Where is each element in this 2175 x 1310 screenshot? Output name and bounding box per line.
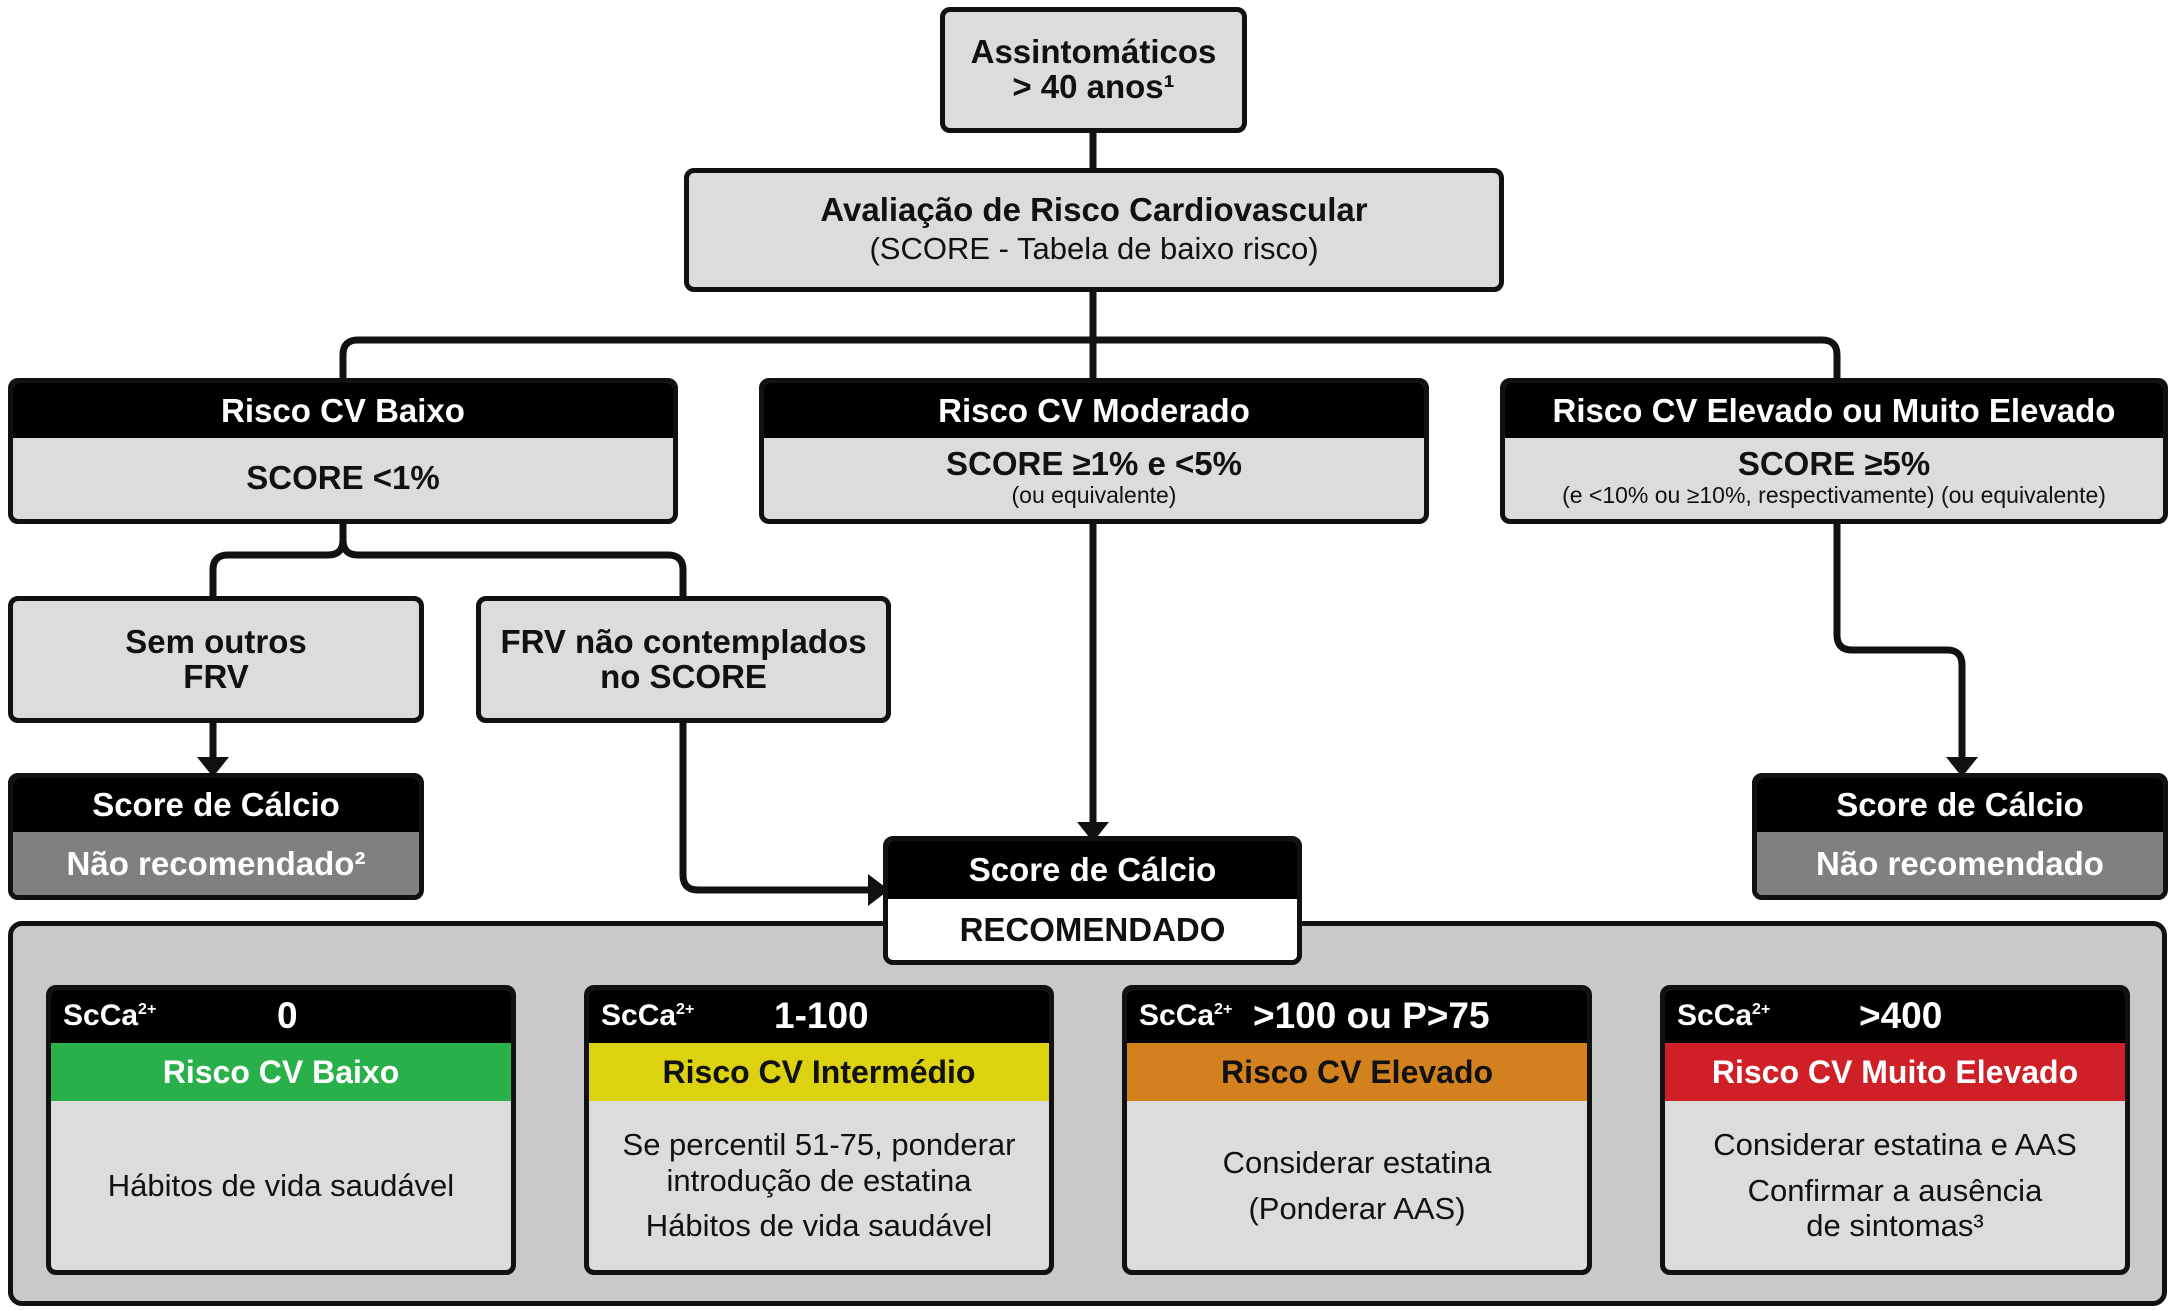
no-other-frv-line2: FRV — [183, 657, 249, 695]
asymptomatic-box: Assintomáticos > 40 anos¹ — [940, 7, 1247, 133]
card-3-text-1: Considerar estatina e AAS — [1713, 1127, 2077, 1163]
arrowhead-center — [1077, 822, 1109, 842]
no-other-frv-box: Sem outros FRV — [8, 596, 424, 723]
arrowhead-center-left — [868, 874, 889, 906]
card-0-text-1: Hábitos de vida saudável — [107, 1167, 455, 1203]
risk-assessment-title: Avaliação de Risco Cardiovascular — [820, 190, 1368, 228]
connector-low-to-frvnot — [339, 539, 687, 600]
card-score-over-400: ScCa2+ >400 Risco CV Muito Elevado Consi… — [1660, 985, 2130, 1275]
connector-high-to-calc — [1833, 520, 1966, 760]
card-2-value: >100 ou P>75 — [1253, 995, 1490, 1036]
card-3-content: Considerar estatina e AAS Confirmar a au… — [1665, 1101, 2125, 1270]
risk-assessment-box: Avaliação de Risco Cardiovascular (SCORE… — [684, 168, 1504, 292]
low-risk-score: SCORE <1% — [246, 459, 440, 497]
card-3-text-2: Confirmar a ausência — [1747, 1172, 2043, 1208]
high-risk-score: SCORE ≥5% — [1737, 445, 1931, 483]
card-2-risk: Risco CV Elevado — [1127, 1043, 1587, 1101]
card-3-risk: Risco CV Muito Elevado — [1665, 1043, 2125, 1101]
moderate-risk-note: (ou equivalente) — [1011, 482, 1177, 509]
frv-not-in-score-line2: no SCORE — [600, 657, 767, 695]
calcium-score-right-status: Não recomendado — [1757, 832, 2163, 895]
card-0-label: ScCa2+ — [63, 999, 157, 1032]
asymptomatic-line1: Assintomáticos — [970, 33, 1217, 71]
card-3-text-3: de sintomas³ — [1806, 1208, 1984, 1244]
frv-not-in-score-box: FRV não contemplados no SCORE — [476, 596, 891, 723]
card-1-text-3: Hábitos de vida saudável — [645, 1208, 993, 1244]
calcium-score-right-header: Score de Cálcio — [1757, 778, 2163, 832]
high-risk-box: Risco CV Elevado ou Muito Elevado SCORE … — [1500, 378, 2168, 524]
connector-low-to-nofrv — [209, 520, 347, 600]
low-risk-box: Risco CV Baixo SCORE <1% — [8, 378, 678, 524]
no-other-frv-line1: Sem outros — [125, 622, 307, 660]
card-3-label: ScCa2+ — [1677, 999, 1771, 1032]
card-2-text-1: Considerar estatina — [1222, 1144, 1492, 1180]
moderate-risk-score: SCORE ≥1% e <5% — [946, 445, 1242, 483]
calcium-score-recommended-header: Score de Cálcio — [888, 841, 1297, 899]
card-1-label: ScCa2+ — [601, 999, 695, 1032]
card-1-value: 1-100 — [774, 995, 869, 1036]
moderate-risk-box: Risco CV Moderado SCORE ≥1% e <5% (ou eq… — [759, 378, 1429, 524]
calcium-score-left-box: Score de Cálcio Não recomendado² — [8, 773, 424, 900]
calcium-score-right-box: Score de Cálcio Não recomendado — [1752, 773, 2168, 900]
card-1-risk: Risco CV Intermédio — [589, 1043, 1049, 1101]
card-2-label: ScCa2+ — [1139, 999, 1233, 1032]
high-risk-note: (e <10% ou ≥10%, respectivamente) (ou eq… — [1562, 482, 2106, 509]
card-score-0: ScCa2+ 0 Risco CV Baixo Hábitos de vida … — [46, 985, 516, 1275]
card-0-risk: Risco CV Baixo — [51, 1043, 511, 1101]
moderate-risk-header: Risco CV Moderado — [764, 383, 1424, 438]
risk-assessment-subtitle: (SCORE - Tabela de baixo risco) — [869, 231, 1319, 267]
calcium-score-recommended-box: Score de Cálcio RECOMENDADO — [883, 836, 1302, 965]
arrowhead-right — [1946, 757, 1978, 777]
card-2-content: Considerar estatina (Ponderar AAS) — [1127, 1101, 1587, 1270]
high-risk-header: Risco CV Elevado ou Muito Elevado — [1505, 383, 2163, 438]
connector-frvnot-to-calc — [679, 720, 872, 894]
low-risk-header: Risco CV Baixo — [13, 383, 673, 438]
arrowhead-left — [197, 757, 229, 777]
card-1-text-1: Se percentil 51-75, ponderar — [622, 1127, 1016, 1163]
card-2-text-2: (Ponderar AAS) — [1248, 1190, 1466, 1226]
card-1-text-2: introdução de estatina — [666, 1162, 972, 1198]
card-1-content: Se percentil 51-75, ponderar introdução … — [589, 1101, 1049, 1270]
calcium-score-left-header: Score de Cálcio — [13, 778, 419, 832]
card-3-value: >400 — [1859, 995, 1943, 1036]
card-0-content: Hábitos de vida saudável — [51, 1101, 511, 1270]
asymptomatic-line2: > 40 anos¹ — [1012, 68, 1175, 105]
calcium-score-recommended-status: RECOMENDADO — [888, 899, 1297, 960]
card-score-over-100: ScCa2+ >100 ou P>75 Risco CV Elevado Con… — [1122, 985, 1592, 1275]
calcium-score-left-status: Não recomendado² — [13, 832, 419, 895]
frv-not-in-score-line1: FRV não contemplados — [500, 622, 867, 660]
card-0-value: 0 — [277, 995, 298, 1036]
card-score-1-100: ScCa2+ 1-100 Risco CV Intermédio Se perc… — [584, 985, 1054, 1275]
